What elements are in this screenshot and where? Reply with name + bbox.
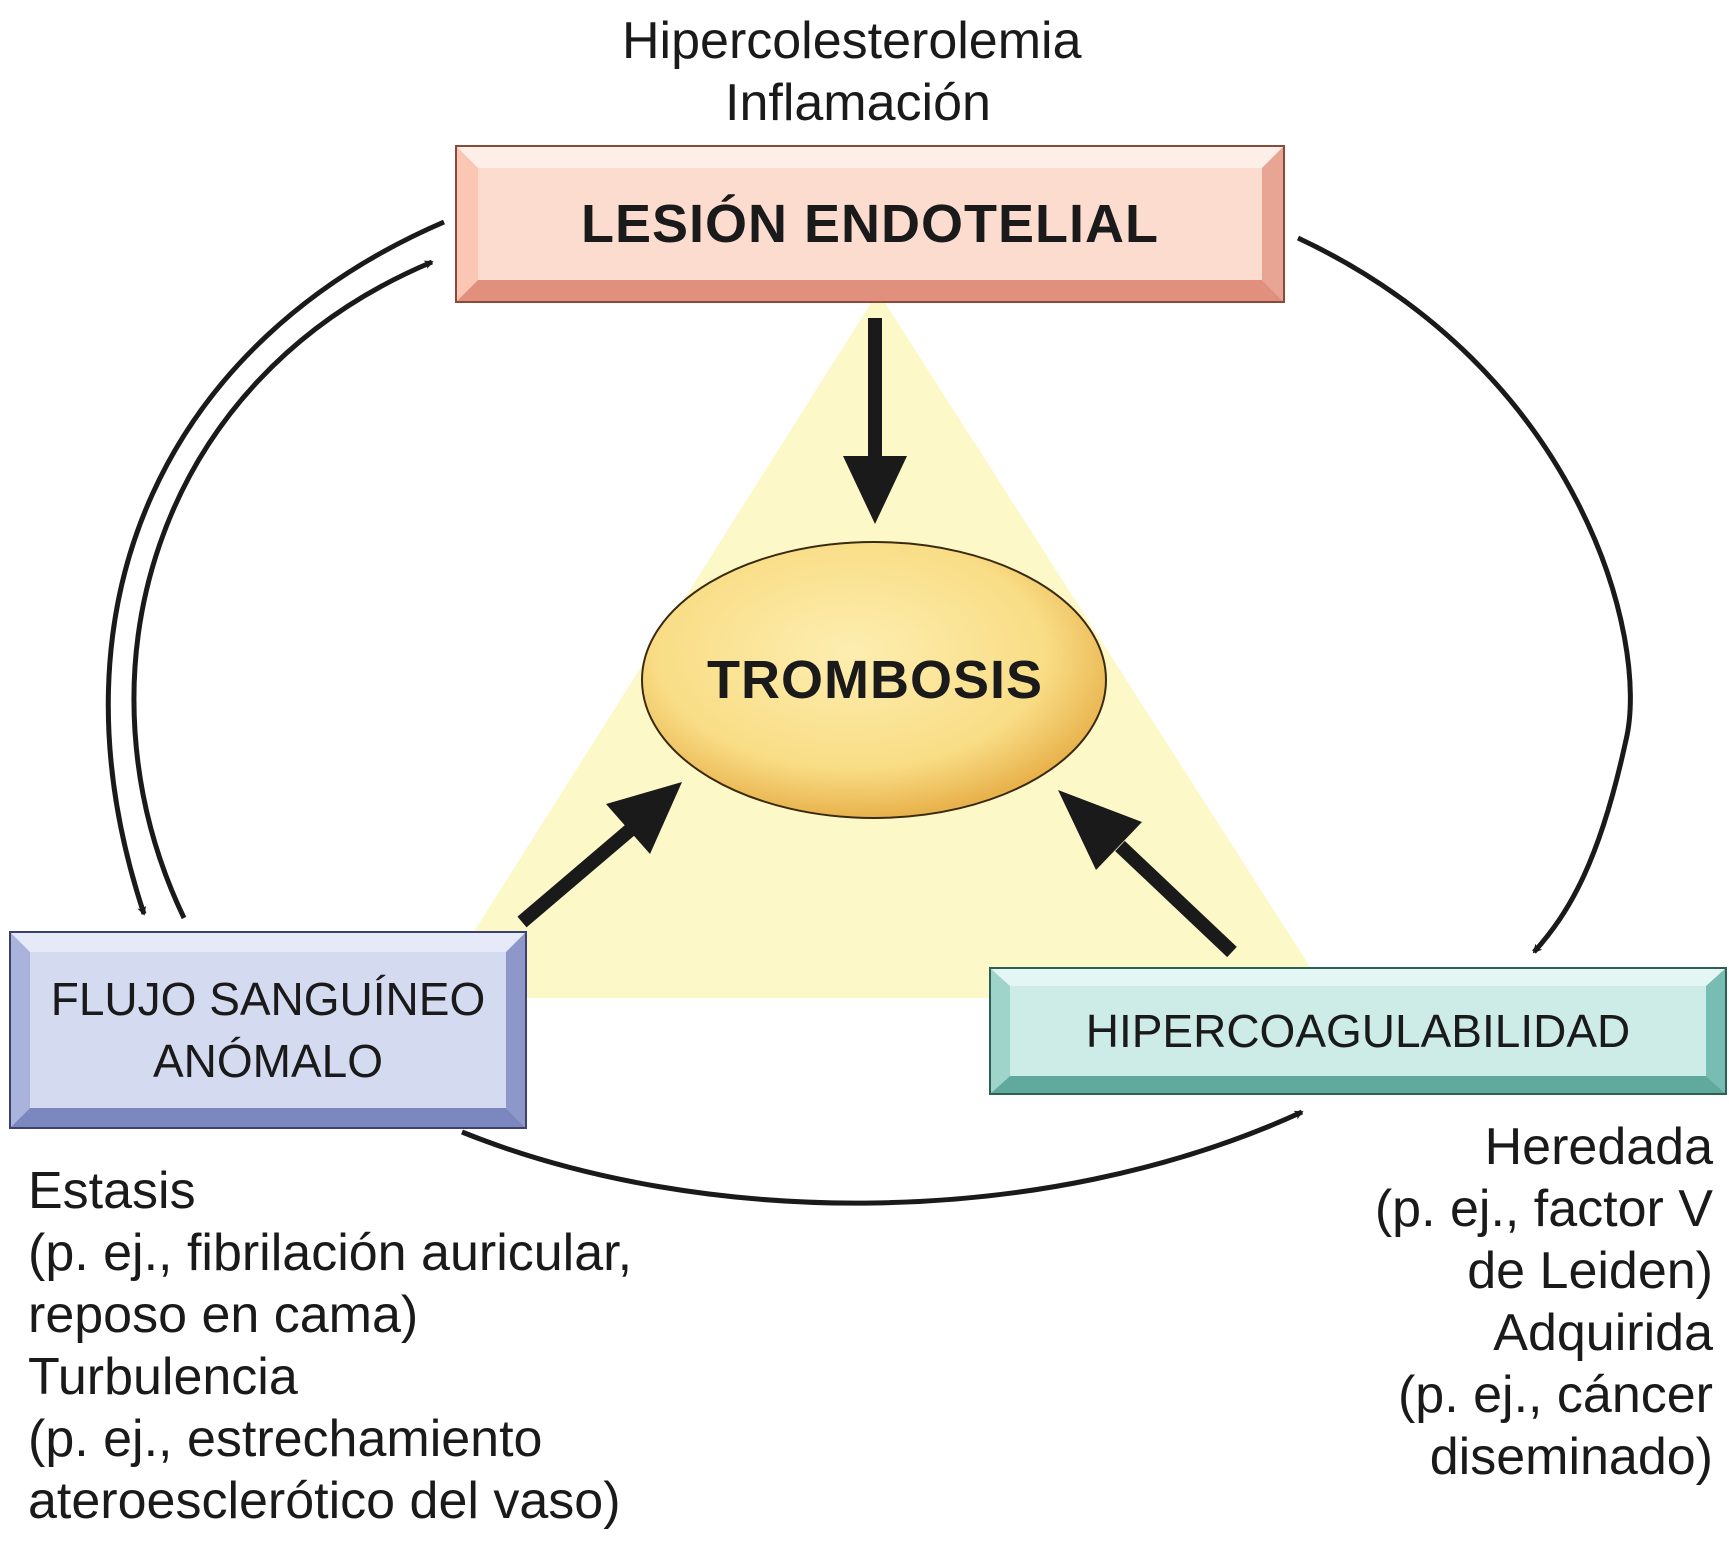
arrow-flow-to-hypercoag bbox=[461, 1109, 1304, 1206]
thrombosis-oval bbox=[641, 541, 1107, 819]
right-note-line-4: Adquirida bbox=[1493, 1304, 1713, 1362]
left-note-line-2: (p. ej., fibrilación auricular, bbox=[28, 1224, 633, 1282]
arrow-endothelial-to-flow bbox=[105, 219, 445, 916]
right-notes: Heredada (p. ej., factor V de Leiden) Ad… bbox=[1375, 1116, 1713, 1488]
arrow-endothelial-to-thrombosis bbox=[843, 318, 907, 524]
left-note-line-6: ateroesclerótico del vaso) bbox=[28, 1472, 621, 1530]
left-note-line-5: (p. ej., estrechamiento bbox=[28, 1410, 543, 1468]
flow-label-line-1: FLUJO SANGUÍNEO bbox=[50, 973, 486, 1025]
arrow-flow-to-thrombosis bbox=[517, 782, 682, 928]
flow-box bbox=[9, 931, 527, 1129]
right-note-line-3: de Leiden) bbox=[1467, 1242, 1713, 1300]
left-note-line-3: reposo en cama) bbox=[28, 1286, 419, 1344]
right-note-line-6: diseminado) bbox=[1429, 1428, 1713, 1486]
endothelial-box bbox=[455, 145, 1285, 303]
right-note-line-2: (p. ej., factor V bbox=[1374, 1180, 1713, 1238]
hypercoag-label: HIPERCOAGULABILIDAD bbox=[1085, 1005, 1631, 1057]
flow-label: FLUJO SANGUÍNEO ANÓMALO bbox=[30, 952, 506, 1108]
left-note-line-1: Estasis bbox=[28, 1162, 196, 1220]
left-note-line-4: Turbulencia bbox=[28, 1348, 298, 1406]
arrow-flow-to-endothelial bbox=[131, 259, 434, 920]
right-note-line-5: (p. ej., cáncer bbox=[1397, 1366, 1713, 1424]
endothelial-label: LESIÓN ENDOTELIAL bbox=[580, 194, 1159, 254]
flow-label-line-2: ANÓMALO bbox=[152, 1035, 384, 1087]
hypercoag-box bbox=[989, 967, 1727, 1095]
top-note-line-1: Hipercolesterolemia bbox=[622, 12, 1082, 70]
arrow-hypercoag-to-thrombosis bbox=[1058, 790, 1237, 958]
thrombosis-label: TROMBOSIS bbox=[706, 650, 1043, 710]
right-note-line-1: Heredada bbox=[1484, 1118, 1713, 1176]
arrow-endothelial-to-hypercoag bbox=[1296, 235, 1633, 954]
top-note-line-2: Inflamación bbox=[725, 74, 991, 132]
